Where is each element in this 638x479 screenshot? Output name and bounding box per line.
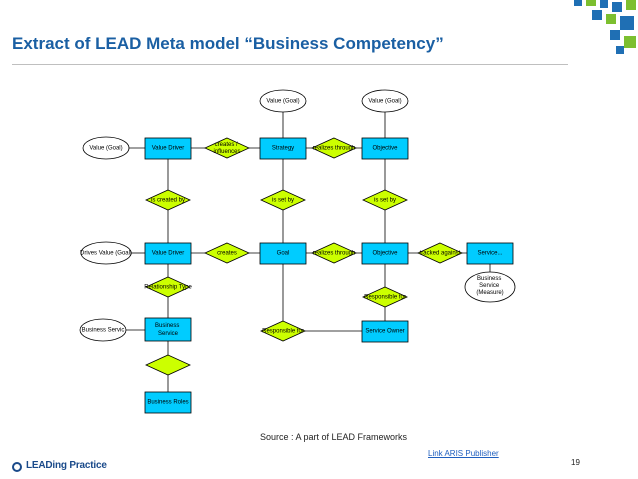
svg-text:Service Owner: Service Owner (365, 329, 404, 335)
corner-decoration (574, 0, 636, 54)
title-divider (12, 64, 568, 65)
entity-objective-top[interactable]: Objective (361, 137, 409, 160)
entity-business-service[interactable]: Business Service (144, 317, 192, 342)
business-service-measure-ellipse: Business Service (Measure) (464, 271, 516, 303)
svg-text:Relationship Type: Relationship Type (144, 285, 192, 291)
value-goal-top-mid-label: Value (Goal) (266, 99, 299, 105)
relation-blank (145, 354, 191, 376)
relation-is-set-by-right: is set by (362, 189, 408, 211)
value-goal-ellipse-top-mid: Value (Goal) (259, 89, 307, 113)
relation-creates-mid: creates (204, 242, 250, 264)
entity-value-driver-top[interactable]: Value Driver (144, 137, 192, 160)
entity-objective-mid[interactable]: Objective (361, 242, 409, 265)
value-goal-ellipse-left: Value (Goal) (82, 136, 130, 160)
entity-strategy[interactable]: Strategy (259, 137, 307, 160)
value-goal-ellipse-top-right: Value (Goal) (361, 89, 409, 113)
aris-publisher-link[interactable]: Link ARIS Publisher (428, 449, 499, 458)
leading-practice-logo: LEADing Practice (12, 460, 122, 474)
svg-text:Value Driver: Value Driver (152, 251, 185, 257)
relation-creates-influences: creates / influences (204, 137, 250, 159)
value-goal-left-label: Value (Goal) (89, 146, 122, 152)
relation-responsible-for-right: Responsible for (362, 286, 408, 308)
svg-text:Business Roles: Business Roles (147, 400, 188, 406)
entity-business-roles[interactable]: Business Roles (144, 391, 192, 414)
relation-is-set-by-mid: is set by (260, 189, 306, 211)
svg-text:Responsible for: Responsible for (364, 295, 406, 301)
business-service-left-label: Business Servic (82, 328, 125, 334)
business-service-box-label: Business Service (155, 323, 181, 337)
svg-text:realizes through: realizes through (313, 251, 356, 257)
svg-text:is created by: is created by (151, 198, 185, 204)
svg-text:creates: creates (217, 251, 237, 257)
relation-realizes-through-mid: realizes through (311, 242, 357, 264)
relation-relationship-type: Relationship Type (144, 276, 192, 298)
entity-service-owner[interactable]: Service Owner (361, 320, 409, 343)
svg-text:tracked against: tracked against (420, 251, 461, 257)
source-caption: Source : A part of LEAD Frameworks (260, 432, 408, 442)
svg-text:realizes through: realizes through (313, 146, 356, 152)
business-service-ellipse-left: Business Servic (79, 318, 127, 342)
svg-text:Responsible for: Responsible for (262, 329, 304, 335)
logo-text: LEADing Practice (26, 460, 107, 471)
page-title: Extract of LEAD Meta model “Business Com… (12, 34, 444, 53)
page-number: 19 (571, 458, 580, 467)
relation-realizes-through-top: realizes through (311, 137, 357, 159)
value-goal-top-right-label: Value (Goal) (368, 99, 401, 105)
svg-text:is set by: is set by (374, 198, 396, 204)
relation-is-created-by: is created by (145, 189, 191, 211)
svg-text:Objective: Objective (372, 251, 398, 257)
svg-text:Value Driver: Value Driver (152, 146, 185, 152)
relation-responsible-for-mid: Responsible for (260, 320, 306, 342)
drives-value-goal-ellipse: Drives Value (Goal) (80, 241, 132, 265)
business-service-measure-label: Business Service (Measure) (476, 276, 503, 296)
svg-text:Objective: Objective (372, 146, 398, 152)
svg-text:Strategy: Strategy (272, 146, 294, 152)
svg-text:Service...: Service... (477, 251, 502, 257)
entity-value-driver-mid[interactable]: Value Driver (144, 242, 192, 265)
svg-text:Goal: Goal (277, 251, 290, 257)
logo-icon (12, 462, 22, 472)
entity-goal[interactable]: Goal (259, 242, 307, 265)
relation-tracked-against: tracked against (417, 242, 463, 264)
creates-influences-label: creates / influences (213, 142, 240, 155)
drives-value-goal-label: Drives Value (Goal) (80, 251, 132, 257)
entity-service-right[interactable]: Service... (466, 242, 514, 265)
svg-text:is set by: is set by (272, 198, 294, 204)
